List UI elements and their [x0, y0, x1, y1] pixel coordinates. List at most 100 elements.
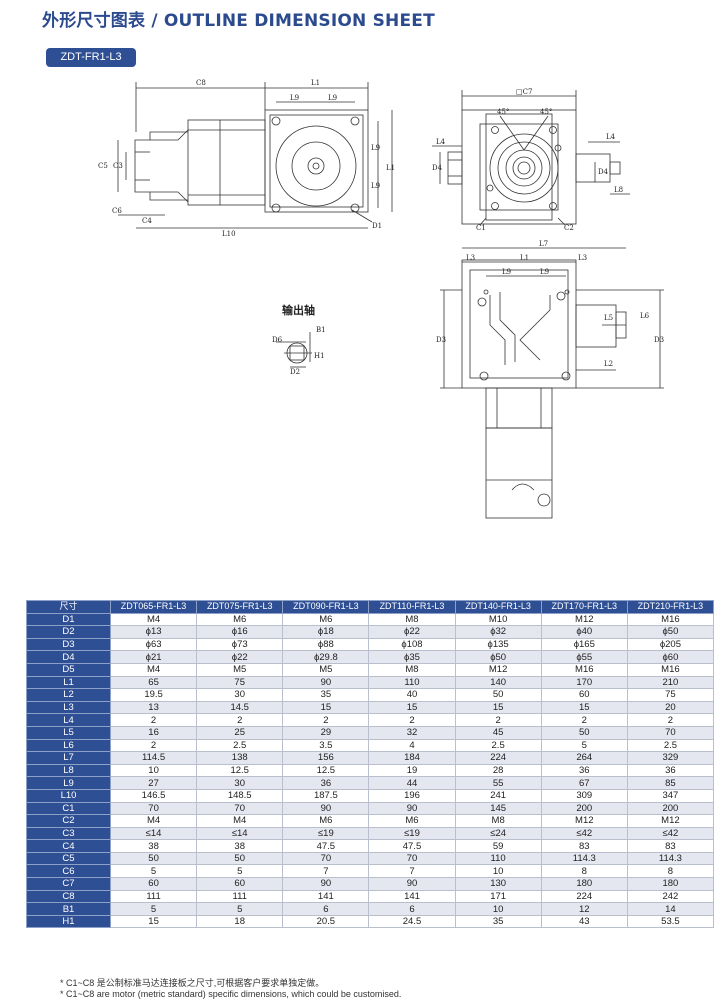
table-cell: 8 [626, 864, 715, 879]
dim-l9-top: L9 [502, 268, 511, 276]
table-cell: 200 [626, 801, 715, 816]
table-cell: 10 [109, 763, 198, 778]
table-cell: 4 [368, 738, 456, 753]
dim-d6: D6 [272, 336, 283, 344]
table-cell: 111 [109, 889, 198, 904]
table-cell: 60 [196, 877, 284, 891]
table-cell: ≤19 [282, 826, 370, 841]
table-cell: 24.5 [368, 914, 456, 929]
dim-l1-mid: L1 [520, 254, 529, 262]
table-cell: 2 [109, 713, 198, 727]
table-cell: 29 [282, 725, 370, 740]
table-cell: 329 [626, 751, 715, 765]
dim-c6: C6 [112, 207, 122, 215]
dim-l9: L9 [290, 94, 299, 102]
table-cell: 187.5 [282, 788, 370, 803]
table-cell: 53.5 [626, 914, 715, 929]
dim-l3-right: L3 [578, 254, 587, 262]
table-cell: 50 [196, 851, 284, 866]
table-cell: M8 [454, 814, 542, 828]
dim-l8: L8 [614, 186, 623, 194]
table-cell: 110 [368, 675, 456, 690]
table-cell: ≤42 [626, 826, 715, 841]
table-cell: 141 [368, 889, 456, 904]
table-cell: ϕ88 [282, 637, 370, 652]
table-cell: 138 [196, 751, 284, 765]
table-cell: 90 [368, 877, 456, 891]
table-cell: 19 [368, 763, 456, 778]
row-label: B1 [26, 902, 111, 916]
dim-l9-b: L9 [328, 94, 337, 102]
table-cell: 140 [454, 675, 542, 690]
table-cell: M8 [368, 662, 456, 677]
table-cell: 5 [109, 864, 198, 879]
table-cell: ϕ135 [454, 637, 542, 652]
row-label: L8 [26, 763, 111, 778]
table-cell: M6 [196, 612, 284, 627]
table-cell: 7 [368, 864, 456, 879]
table-cell: 20.5 [282, 914, 370, 929]
table-cell: ϕ60 [626, 650, 715, 664]
table-cell: 224 [540, 889, 628, 904]
dim-b1: B1 [316, 326, 326, 334]
table-cell: 5 [196, 902, 284, 916]
table-cell: M12 [454, 662, 542, 677]
table-cell: ϕ108 [368, 637, 456, 652]
table-cell: 2 [454, 713, 542, 727]
table-cell: 75 [196, 675, 284, 690]
table-cell: M10 [454, 612, 542, 627]
table-cell: 60 [540, 688, 628, 702]
table-cell: 241 [454, 788, 542, 803]
table-cell: 15 [540, 700, 628, 715]
row-label: L6 [26, 738, 111, 753]
page-title: 外形尺寸图表 / OUTLINE DIMENSION SHEET [42, 11, 435, 31]
table-cell: 70 [282, 851, 370, 866]
column-header: ZDT140-FR1-L3 [454, 600, 542, 614]
table-cell: 15 [282, 700, 370, 715]
output-shaft-label: 输出轴 [282, 303, 315, 317]
table-cell: 43 [540, 914, 628, 929]
row-label: C6 [26, 864, 111, 879]
row-label: C2 [26, 814, 111, 828]
column-header: ZDT075-FR1-L3 [196, 600, 284, 614]
table-cell: 75 [626, 688, 715, 702]
table-cell: 50 [540, 725, 628, 740]
table-cell: 200 [540, 801, 628, 816]
table-cell: 2.5 [454, 738, 542, 753]
table-cell: ≤19 [368, 826, 456, 841]
table-cell: 12.5 [196, 763, 284, 778]
table-cell: 83 [626, 839, 715, 853]
row-label: H1 [26, 914, 111, 929]
table-cell: 15 [368, 700, 456, 715]
table-cell: 114.3 [626, 851, 715, 866]
table-cell: 60 [109, 877, 198, 891]
column-header: ZDT110-FR1-L3 [368, 600, 456, 614]
table-cell: 35 [282, 688, 370, 702]
table-cell: ϕ18 [282, 625, 370, 639]
dim-c4: C4 [142, 217, 152, 225]
table-cell: 90 [282, 877, 370, 891]
table-cell: 32 [368, 725, 456, 740]
table-cell: 111 [196, 889, 284, 904]
table-cell: 12.5 [282, 763, 370, 778]
row-label: C1 [26, 801, 111, 816]
table-cell: 2 [540, 713, 628, 727]
table-cell: 156 [282, 751, 370, 765]
dim-l9-side: L9 [371, 144, 380, 152]
table-cell: 5 [109, 902, 198, 916]
table-cell: ≤14 [196, 826, 284, 841]
table-cell: 13 [109, 700, 198, 715]
table-cell: 67 [540, 776, 628, 790]
table-cell: ≤24 [454, 826, 542, 841]
dim-c8: C8 [196, 79, 206, 87]
table-cell: ϕ22 [196, 650, 284, 664]
table-cell: 90 [368, 801, 456, 816]
footnotes: * C1~C8 是公制标准马达连接板之尺寸,可根据客户要求单独定做。 * C1~… [60, 978, 401, 999]
table-cell: 14.5 [196, 700, 284, 715]
table-cell: M6 [282, 814, 370, 828]
row-label: D1 [26, 612, 111, 627]
table-cell: 110 [454, 851, 542, 866]
